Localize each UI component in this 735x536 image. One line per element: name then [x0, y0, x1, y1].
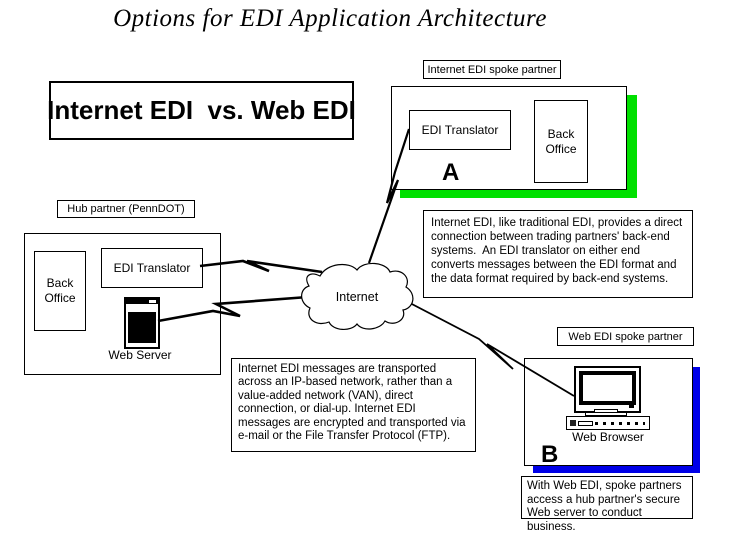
pc-base-slot [578, 421, 593, 426]
web-browser-screen [579, 371, 636, 405]
hub-edi-translator-box: EDI Translator [101, 248, 203, 288]
heading-text: Internet EDI vs. Web EDI [47, 95, 356, 125]
spoke-a-letter: A [442, 159, 460, 186]
heading-box: Internet EDI vs. Web EDI [47, 81, 356, 140]
web-server-icon-screen [128, 312, 156, 343]
hub-box: Back Office EDI Translator Web Server [24, 233, 221, 375]
web-server-icon [124, 297, 160, 349]
internet-cloud-label: Internet [335, 290, 379, 304]
spoke-b-label: Web EDI spoke partner [557, 327, 694, 346]
web-server-icon-notch [149, 300, 156, 303]
spoke-a-box: EDI Translator Back Office A [391, 86, 627, 190]
hub-label: Hub partner (PennDOT) [57, 200, 195, 218]
spoke-a-label: Internet EDI spoke partner [423, 60, 561, 79]
page-title: Options for EDI Application Architecture [113, 5, 547, 32]
spoke-a-edi-translator-box: EDI Translator [409, 110, 511, 150]
note-web-edi: With Web EDI, spoke partners access a hu… [521, 476, 693, 533]
hub-back-office-box: Back Office [34, 251, 86, 331]
spoke-b-box: Web Browser B [524, 358, 693, 468]
note-internet-edi: Internet EDI, like traditional EDI, prov… [423, 210, 693, 298]
web-server-label: Web Server [108, 348, 172, 362]
web-server-icon-titlebar [126, 299, 158, 304]
monitor-power-dot [629, 405, 634, 408]
note-transport: Internet EDI messages are transported ac… [231, 358, 476, 452]
web-browser-label: Web Browser [572, 430, 644, 444]
spoke-a-back-office-box: Back Office [534, 100, 588, 183]
spoke-b-letter: B [541, 441, 559, 468]
pc-base-button [570, 420, 576, 426]
monitor-stand-base [585, 412, 627, 416]
pc-base-vents [595, 422, 645, 425]
pc-base-unit [566, 416, 650, 430]
web-browser-monitor [574, 366, 641, 413]
